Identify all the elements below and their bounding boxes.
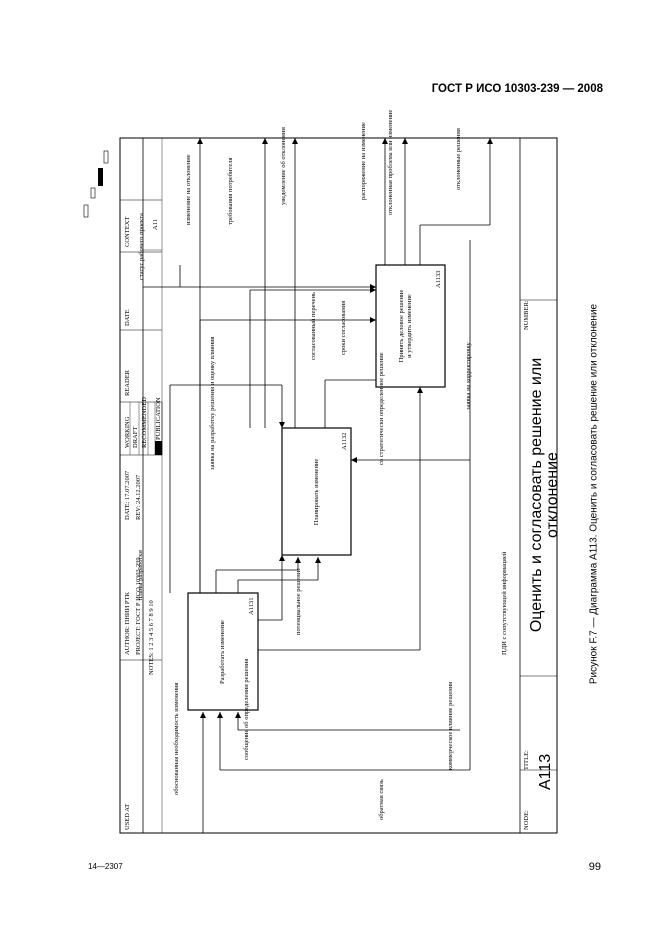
svg-text:изменение на отклонение: изменение на отклонение — [185, 154, 192, 225]
svg-text:заявка на разработку решения и: заявка на разработку решения и оценку вл… — [209, 336, 216, 470]
used-at-label: USED AT — [124, 804, 131, 830]
node-label: NODE: — [523, 810, 530, 830]
notes-label: NOTES: 1 2 3 4 5 6 7 8 9 10 — [148, 600, 155, 675]
box-a1132 — [281, 427, 352, 556]
figure-caption: Рисунок F.7 — Диаграмма A113. Оценить и … — [588, 303, 600, 685]
node-value: A113 — [537, 754, 554, 790]
svg-text:сроки согласования: сроки согласования — [340, 301, 347, 355]
box-a1131 — [187, 592, 259, 711]
svg-text:Принять деловое решение: Принять деловое решение — [398, 290, 405, 363]
diagram-title-line1: Оценить и согласовать решение или — [528, 358, 545, 632]
svg-text:коммерческое влияние решения: коммерческое влияние решения — [447, 682, 454, 770]
draft-label: DRAFT — [132, 427, 139, 448]
figure-caption-wrap: Рисунок F.7 — Диаграмма A113. Оценить и … — [574, 148, 614, 840]
standard-header: ГОСТ Р ИСО 10303-239 — 2008 — [431, 83, 603, 95]
title-label: TITLE: — [523, 750, 530, 770]
svg-text:планы разработки: планы разработки — [137, 550, 144, 600]
reader-label: READER — [124, 369, 131, 396]
box-a1131-number: A1131 — [248, 598, 255, 615]
diagram-frame — [119, 137, 558, 834]
project-label: PROJECT: ГОСТ Р ИСО 10303-239 — [135, 557, 142, 655]
svg-text:обратная связь: обратная связь — [378, 779, 385, 820]
number-label: NUMBER: — [523, 300, 530, 330]
context-label: CONTEXT — [124, 217, 131, 247]
svg-text:потенциальное решение: потенциальное решение — [295, 568, 302, 635]
svg-text:согласованный перечень: согласованный перечень — [310, 292, 317, 360]
svg-text:сообщение об определении решен: сообщение об определении решения — [243, 659, 250, 760]
svg-text:отклоненная проблема или измен: отклоненная проблема или изменение — [387, 110, 394, 215]
working-label: WORKING — [124, 416, 131, 448]
author-label: AUTHOR: ПНИИ РТК — [124, 591, 131, 655]
svg-text:уведомление об отклонении: уведомление об отклонении — [280, 127, 287, 205]
box-a1131-name: Разработать изменение — [219, 620, 226, 684]
svg-text:отклоненные решения: отклоненные решения — [455, 128, 462, 190]
publication-label: PUBLICATION — [155, 397, 162, 440]
svg-text:ПДИ с сопутствующей информацие: ПДИ с сопутствующей информацией — [501, 551, 508, 655]
box-a1133 — [375, 264, 446, 388]
context-node: A11 — [152, 219, 159, 230]
footer-code: 14—2307 — [88, 862, 123, 871]
svg-text:распоряжение на изменение: распоряжение на изменение — [360, 122, 367, 200]
box-a1132-number: A1132 — [341, 433, 348, 450]
svg-text:статус рабочего проекта: статус рабочего проекта — [138, 213, 145, 280]
page-number: 99 — [588, 861, 601, 873]
box-a1133-number: A1133 — [435, 271, 442, 288]
rev-label: REV: 24.12.2007 — [135, 474, 142, 520]
svg-text:обоснованная необходимость изм: обоснованная необходимость изменения — [173, 682, 180, 795]
svg-text:требования потребителя: требования потребителя — [227, 157, 234, 225]
recommended-label: RECOMMENDED — [141, 397, 148, 448]
date-label: DATE: 17.07.2007 — [124, 470, 131, 520]
date2-label: DATE — [124, 309, 131, 326]
box-a1132-name: Планировать изменение — [313, 459, 320, 526]
diagram-title-line2: отклонение — [544, 452, 561, 538]
svg-text:со стратегически определенное: со стратегически определенное решение — [378, 352, 385, 465]
svg-text:и утвердить изменение: и утвердить изменение — [406, 294, 413, 358]
svg-text:заявка на корректировку: заявка на корректировку — [465, 341, 472, 410]
